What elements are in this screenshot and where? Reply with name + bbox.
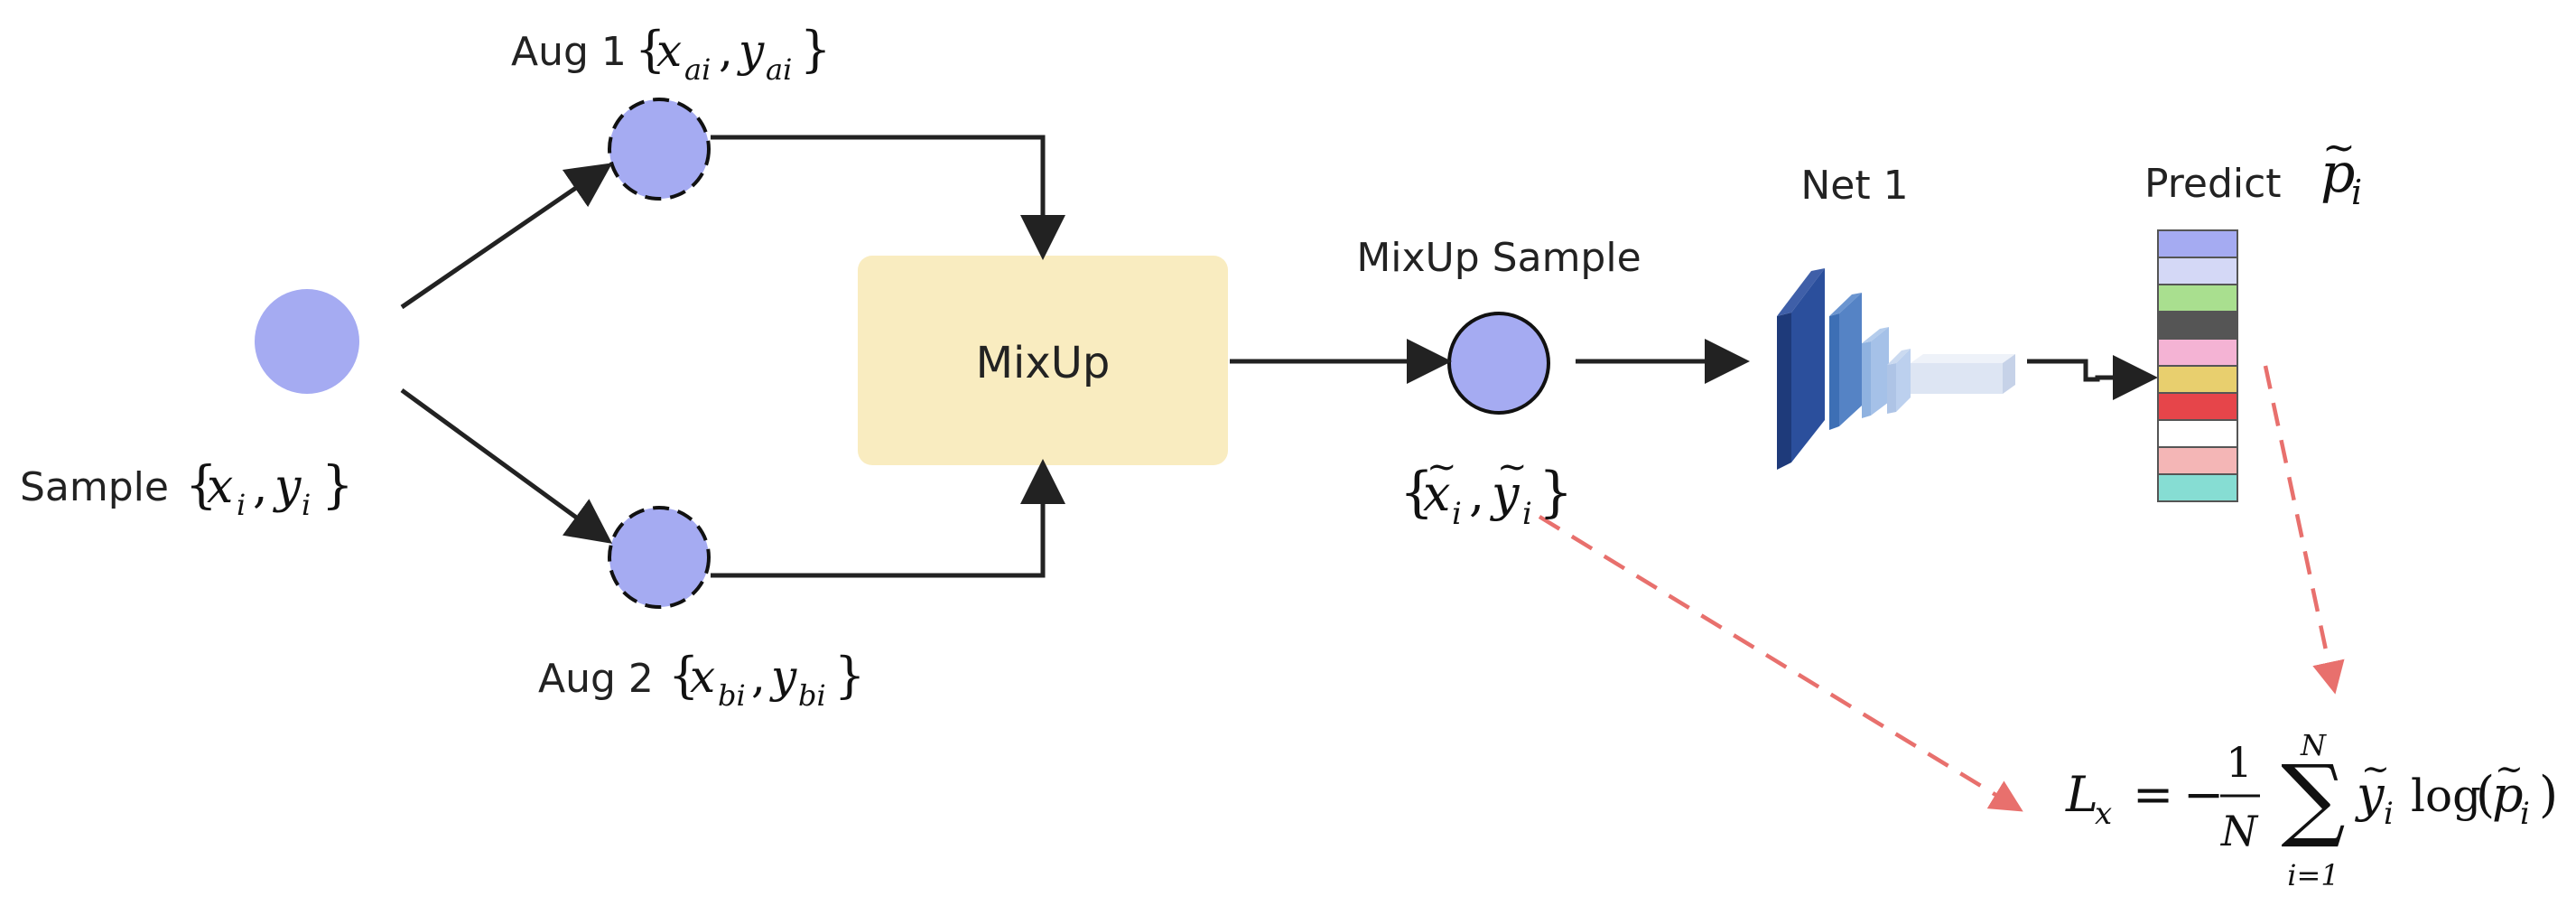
aug2-x: x bbox=[690, 650, 715, 703]
sample-node bbox=[255, 289, 359, 394]
aug2-y: y bbox=[769, 650, 797, 703]
aug1-label-group: Aug 1 { x ai , y ai } bbox=[511, 21, 831, 87]
mix-x: x bbox=[1423, 465, 1450, 522]
sample-comma: , bbox=[253, 460, 268, 514]
loss-sum-symbol: ∑ bbox=[2281, 745, 2345, 851]
loss-equals: = bbox=[2133, 766, 2173, 823]
aug1-node bbox=[608, 98, 711, 201]
loss-sum-lower: i=1 bbox=[2287, 858, 2339, 892]
arrow-net-to-predict bbox=[2027, 355, 2158, 400]
mix-x-sub: i bbox=[1452, 496, 1462, 532]
aug2-brace-close: } bbox=[834, 647, 865, 704]
arrow-aug2-to-mixup bbox=[711, 459, 1065, 578]
prediction-bin bbox=[2157, 311, 2238, 340]
loss-paren-close: ) bbox=[2539, 766, 2558, 823]
aug1-x: x bbox=[656, 24, 682, 77]
loss-formula: L x = − 1 N N ∑ i=1 y ~ i log ( p ~ i ) bbox=[2065, 728, 2558, 892]
predict-tilde: ~ bbox=[2322, 125, 2356, 171]
aug1-label: Aug 1 bbox=[511, 29, 627, 75]
prediction-bin bbox=[2157, 257, 2238, 285]
prediction-bin bbox=[2157, 365, 2238, 394]
mixup-box bbox=[858, 256, 1228, 465]
aug1-x-sub: ai bbox=[684, 52, 711, 87]
sample-x-sub: i bbox=[237, 488, 246, 522]
arrow-aug1-to-mixup bbox=[711, 135, 1065, 260]
mix-x-tilde: ~ bbox=[1427, 446, 1457, 488]
aug1-y: y bbox=[737, 24, 765, 77]
mix-y-sub: i bbox=[1522, 496, 1532, 532]
loss-term-p: p bbox=[2492, 766, 2524, 823]
loss-paren-open: ( bbox=[2476, 766, 2495, 823]
loss-term-y-tilde: ~ bbox=[2361, 749, 2390, 789]
arrow-sample-to-aug2 bbox=[400, 388, 613, 544]
loss-term-y: y bbox=[2355, 766, 2385, 823]
prediction-bin bbox=[2157, 284, 2238, 313]
loss-term-y-sub: i bbox=[2384, 796, 2394, 832]
mix-label-group: { x ~ i , y ~ i } bbox=[1400, 446, 1573, 532]
mix-comma: , bbox=[1469, 465, 1484, 522]
sample-label-group: Sample { x i , y i } bbox=[20, 456, 354, 522]
aug2-label-group: Aug 2 { x bi , y bi } bbox=[538, 647, 865, 713]
aug2-y-sub: bi bbox=[798, 678, 826, 713]
prediction-bin bbox=[2157, 473, 2238, 502]
predict-label: Predict bbox=[2144, 161, 2282, 207]
loss-lhs: L bbox=[2065, 766, 2098, 823]
predict-p: p bbox=[2320, 142, 2355, 205]
loss-term-p-tilde: ~ bbox=[2495, 749, 2524, 789]
predict-p-sub: i bbox=[2351, 173, 2362, 212]
mix-brace-close: } bbox=[1539, 461, 1573, 524]
mixup-sample-label: MixUp Sample bbox=[1356, 235, 1641, 281]
aug2-brace-open: { bbox=[668, 647, 699, 704]
arrow-mix-label-to-loss bbox=[1538, 515, 2023, 812]
loss-lhs-sub: x bbox=[2095, 796, 2112, 832]
network-icon bbox=[1777, 268, 2015, 470]
aug1-comma: , bbox=[719, 24, 733, 77]
mix-y: y bbox=[1490, 465, 1520, 522]
prediction-bin bbox=[2157, 392, 2238, 421]
predict-label-group: Predict p ~ i bbox=[2144, 125, 2362, 212]
loss-term-p-sub: i bbox=[2520, 796, 2530, 832]
mixup-sample-node bbox=[1447, 312, 1550, 415]
aug2-node bbox=[608, 506, 711, 609]
net-label: Net 1 bbox=[1800, 163, 1908, 209]
aug2-x-sub: bi bbox=[718, 678, 746, 713]
prediction-bin bbox=[2157, 446, 2238, 475]
sample-y: y bbox=[273, 460, 302, 514]
sample-brace-open: { bbox=[185, 456, 218, 515]
aug1-brace-open: { bbox=[635, 21, 665, 78]
sample-label: Sample bbox=[20, 464, 169, 510]
aug1-y-sub: ai bbox=[766, 52, 792, 87]
arrow-sample-to-aug1 bbox=[400, 163, 613, 310]
loss-denominator: N bbox=[2220, 807, 2259, 855]
sample-y-sub: i bbox=[302, 488, 311, 522]
aug2-comma: , bbox=[751, 650, 766, 703]
sample-brace-close: } bbox=[321, 456, 354, 515]
mix-y-tilde: ~ bbox=[1497, 446, 1528, 488]
prediction-bin bbox=[2157, 229, 2238, 258]
loss-sum-upper: N bbox=[2300, 728, 2327, 762]
prediction-bin bbox=[2157, 338, 2238, 367]
arrow-predict-to-loss bbox=[2263, 365, 2345, 695]
mix-brace-open: { bbox=[1400, 461, 1434, 524]
mixup-box-label: MixUp bbox=[976, 338, 1111, 388]
prediction-vector bbox=[2157, 229, 2238, 502]
loss-log: log bbox=[2411, 770, 2481, 822]
aug2-label: Aug 2 bbox=[538, 656, 654, 702]
sample-x: x bbox=[207, 460, 233, 514]
loss-minus: − bbox=[2183, 766, 2224, 823]
aug1-brace-close: } bbox=[800, 21, 831, 78]
prediction-bin bbox=[2157, 419, 2238, 448]
loss-numerator: 1 bbox=[2226, 738, 2252, 787]
